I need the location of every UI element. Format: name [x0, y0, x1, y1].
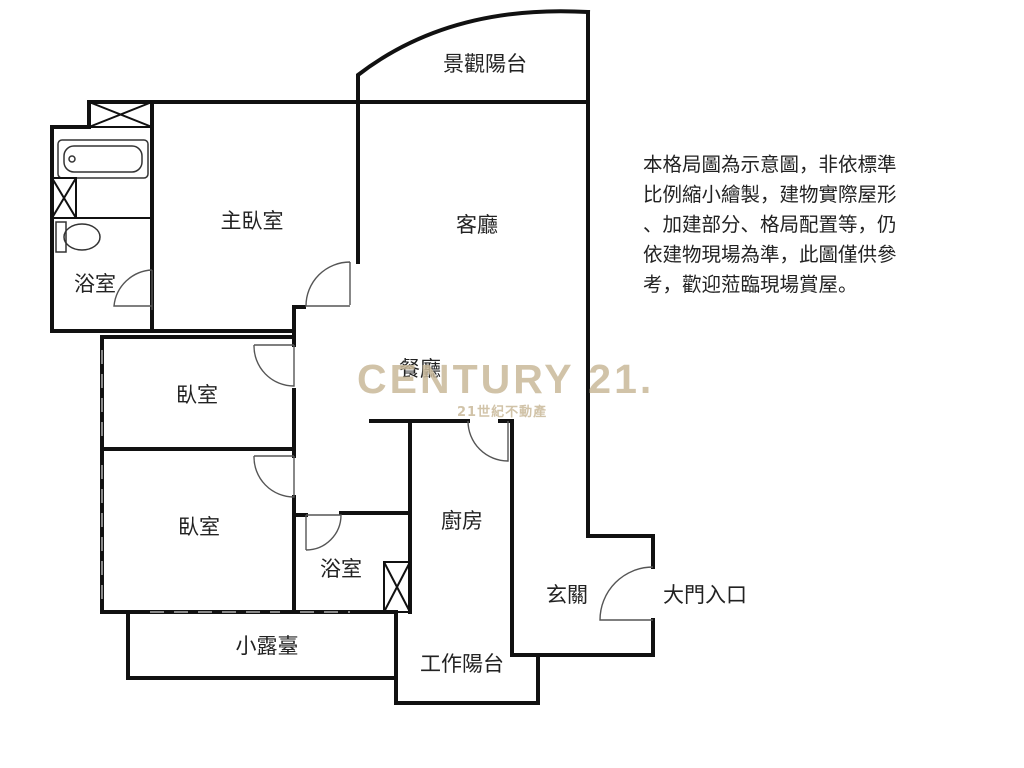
note-line: 依建物現場為準，此圖僅供參: [643, 243, 897, 266]
living-room-label: 客廳: [456, 213, 498, 237]
bedroom-1-label: 臥室: [176, 383, 218, 407]
watermark-subtitle: 21世紀不動產: [457, 405, 548, 420]
door-swings: [113, 261, 654, 621]
note-line: 本格局圖為示意圖，非依標準: [643, 153, 897, 176]
foyer-label: 玄關: [546, 583, 588, 607]
bathroom-2-label: 浴室: [320, 557, 362, 581]
dining-room-label: 餐廳: [399, 357, 441, 381]
bedroom-2-label: 臥室: [178, 515, 220, 539]
note-line: 比例縮小繪製，建物實際屋形: [643, 183, 897, 206]
master-bathroom-label: 浴室: [74, 272, 116, 296]
view-balcony-label: 景觀陽台: [443, 52, 527, 76]
view-balcony-outline: [356, 9, 591, 104]
century21-watermark: CENTURY 21. 21世紀不動產: [357, 357, 654, 420]
windows: [101, 350, 350, 613]
small-terrace-label: 小露臺: [235, 634, 299, 658]
main-entrance-label: 大門入口: [663, 583, 747, 607]
vent-shaft-icon: [51, 101, 411, 613]
kitchen-label: 廚房: [441, 509, 483, 533]
toilet-icon: [55, 221, 101, 253]
master-bedroom-label: 主臥室: [220, 209, 284, 233]
watermark-brand: CENTURY 21.: [357, 356, 655, 402]
note-line: 考，歡迎蒞臨現場賞屋。: [643, 273, 858, 296]
disclaimer-note: 本格局圖為示意圖，非依標準 比例縮小繪製，建物實際屋形 、加建部分、格局配置等，…: [643, 150, 953, 300]
note-line: 、加建部分、格局配置等，仍: [643, 213, 897, 236]
work-balcony-label: 工作陽台: [420, 652, 504, 676]
bathtub-icon: [57, 139, 149, 179]
